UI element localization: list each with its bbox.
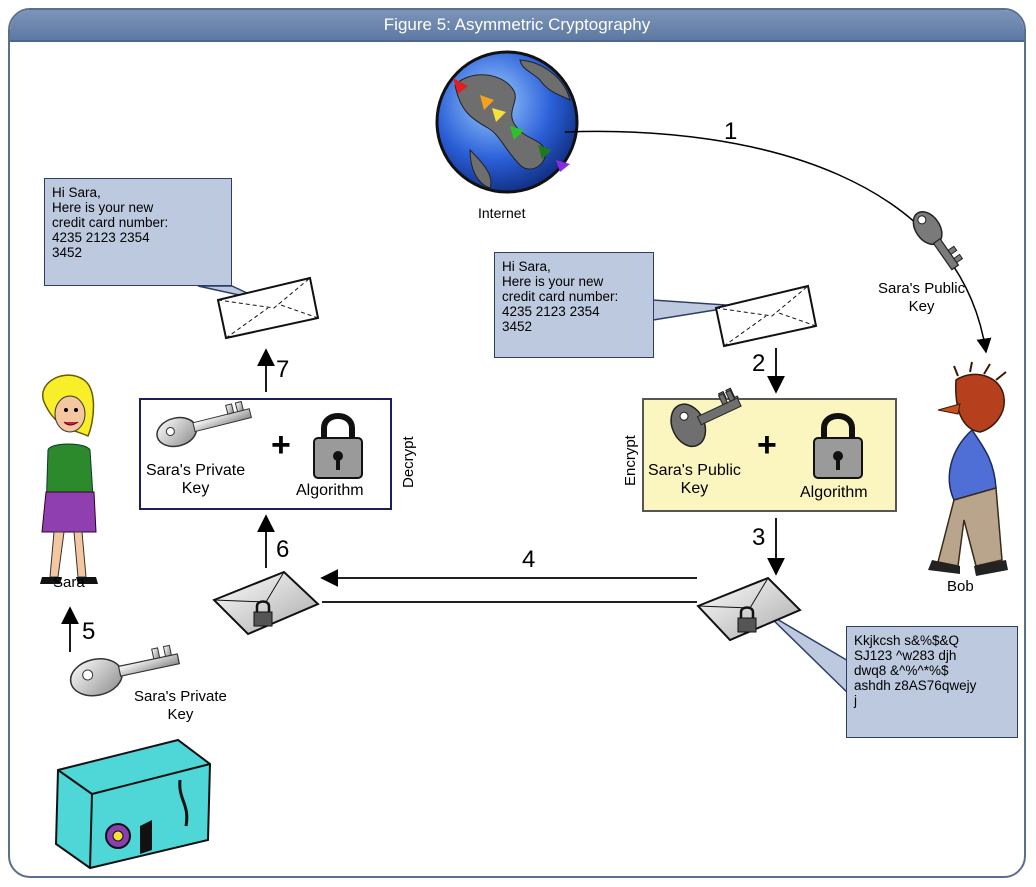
padlock-icon xyxy=(813,413,863,479)
internet-label: Internet xyxy=(478,205,526,221)
ciphertext-message: Kkjkcsh s&%$&Q SJ123 ^w283 djh dwq8 &^%^… xyxy=(846,626,1018,738)
person-sara-icon xyxy=(40,374,98,584)
envelope-icon xyxy=(714,284,818,348)
decrypt-plus-sign: + xyxy=(271,426,291,464)
bob-label: Bob xyxy=(947,578,974,595)
key-icon xyxy=(69,644,181,697)
encrypt-plus-sign: + xyxy=(757,426,777,464)
sealed-envelope-icon xyxy=(212,570,320,636)
sealed-envelope-icon xyxy=(696,576,802,642)
step-number-7: 7 xyxy=(276,356,290,383)
encrypt-key-label: Sara's Public Key xyxy=(648,462,741,497)
safe-icon xyxy=(54,738,212,870)
step-number-6: 6 xyxy=(276,536,290,563)
decrypt-label: Decrypt xyxy=(400,436,417,488)
decrypt-algorithm-label: Algorithm xyxy=(296,482,364,499)
decrypt-key-label: Sara's Private Key xyxy=(146,462,246,497)
key-icon xyxy=(156,400,252,448)
key-icon xyxy=(670,389,742,448)
sara-label: Sara xyxy=(53,574,85,591)
globe-icon xyxy=(435,50,579,194)
step-number-4: 4 xyxy=(522,546,536,573)
key-icon xyxy=(912,210,964,271)
title-bar: Figure 5: Asymmetric Cryptography xyxy=(10,10,1024,42)
figure-title: Figure 5: Asymmetric Cryptography xyxy=(383,15,651,34)
plaintext-message-right: Hi Sara, Here is your new credit card nu… xyxy=(494,252,654,358)
step-number-3: 3 xyxy=(752,524,766,551)
sara-private-key-label: Sara's Private Key xyxy=(134,688,227,723)
step-number-5: 5 xyxy=(82,618,96,645)
step-number-1: 1 xyxy=(724,118,738,145)
arrow-step-1 xyxy=(564,130,992,354)
step-number-2: 2 xyxy=(752,350,766,377)
plaintext-message-left: Hi Sara, Here is your new credit card nu… xyxy=(44,178,232,286)
person-bob-icon xyxy=(928,361,1008,576)
envelope-icon xyxy=(216,276,320,340)
encrypt-label: Encrypt xyxy=(622,435,639,486)
sara-public-key-label: Sara's Public Key xyxy=(878,280,966,315)
encrypt-algorithm-label: Algorithm xyxy=(800,484,868,501)
padlock-icon xyxy=(313,413,363,479)
